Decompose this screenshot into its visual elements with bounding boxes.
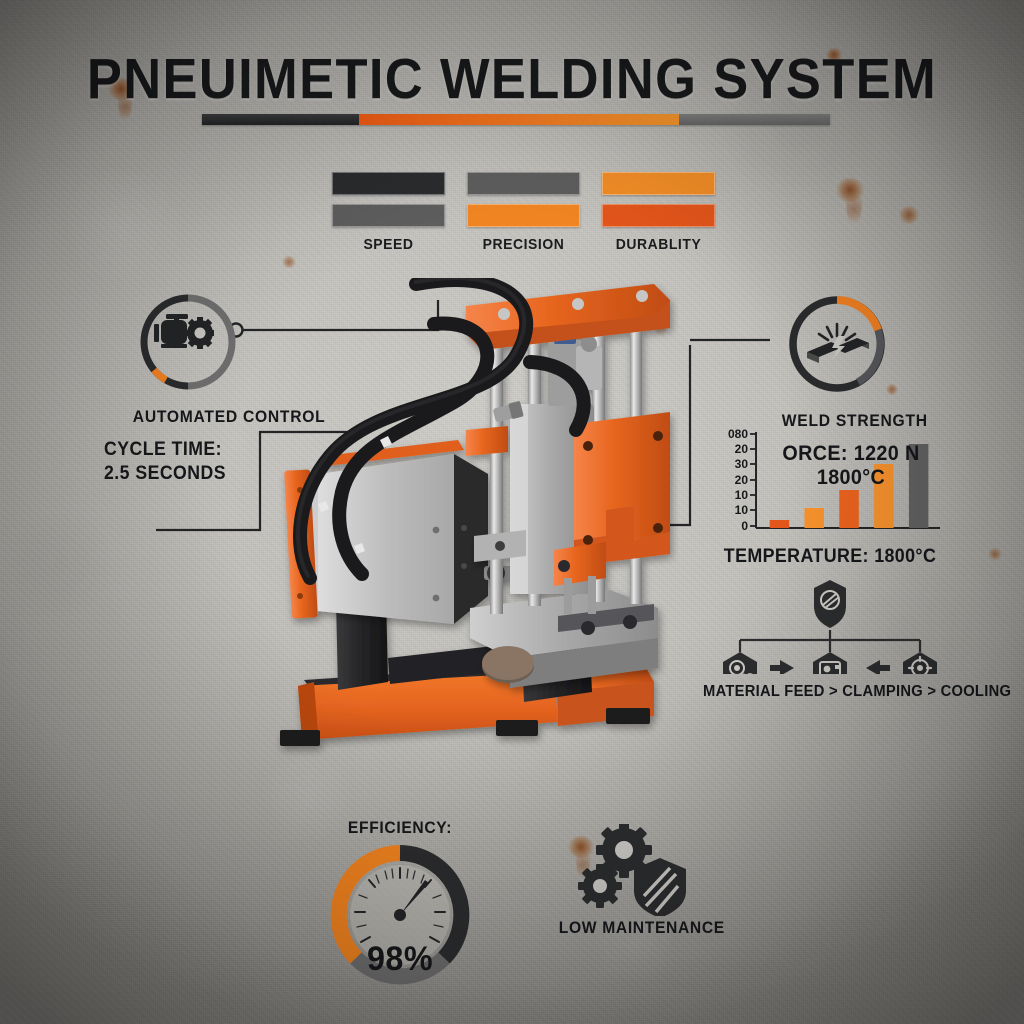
chart-y-tick-label: 10 (735, 503, 749, 517)
process-flow-diagram (723, 580, 937, 692)
clamping-icon (813, 652, 847, 692)
chart-y-tick-label: 30 (735, 457, 749, 471)
legend-bar-bottom (602, 204, 715, 227)
chart-y-tick-label: 080 (728, 427, 748, 441)
left-arrow-icon (770, 660, 794, 676)
shield-weld-icon (814, 580, 846, 628)
pump-gear-icon (140, 294, 236, 390)
material-feed-icon (723, 652, 757, 692)
cycle-time-line1: CYCLE TIME: (104, 439, 223, 460)
legend-group-durablity: DURABLITY (602, 172, 715, 253)
page-title-text: PNEUIMETIC WELDING SYSTEM (86, 47, 938, 111)
chart-bar (769, 520, 790, 528)
legend-bar-top (602, 172, 715, 195)
low-maintenance-label: LOW MAINTENANCE (558, 918, 725, 937)
legend-label: PRECISION (482, 236, 565, 253)
cycle-time-line2: 2.5 SECONDS (104, 463, 226, 485)
automated-control-block: AUTOMATED CONTROL (128, 288, 326, 427)
cooling-gear-icon (903, 652, 937, 692)
process-flow-label: MATERIAL FEED > CLAMPING > COOLING (703, 683, 1012, 700)
gauge-title: EFFICIENCY: (347, 818, 453, 837)
weld-strength-block: WELD STRENGTH (777, 288, 928, 431)
page-title: PNEUIMETIC WELDING SYSTEM (0, 46, 1024, 112)
cycle-time-callout: CYCLE TIME: 2.5 SECONDS (104, 438, 226, 487)
divider-segment-dark (202, 114, 359, 125)
gears-shield-icon (578, 824, 686, 916)
legend-bars: SPEED PRECISION DURABLITY (332, 172, 715, 253)
welding-plates-spark-icon (789, 296, 885, 392)
legend-group-speed: SPEED (332, 172, 445, 253)
chart-y-tick-label: 10 (735, 488, 749, 502)
low-maintenance-block: LOW MAINTENANCE (552, 824, 725, 938)
welding-machine-image (280, 278, 670, 746)
legend-bar-top (332, 172, 445, 195)
legend-bar-top (467, 172, 580, 195)
chart-y-tick-label: 0 (741, 519, 748, 533)
chart-bar (908, 444, 929, 528)
chart-x-label: TEMPERATURE: 1800°C (723, 546, 937, 567)
divider-segment-orange (359, 114, 680, 125)
gauge-value: 98% (366, 940, 434, 978)
weld-strength-label: WELD STRENGTH (781, 411, 928, 430)
chart-y-tick-label: 20 (735, 442, 749, 456)
legend-group-precision: PRECISION (467, 172, 580, 253)
chart-bar (874, 464, 894, 528)
process-flow: MATERIAL FEED > CLAMPING > COOLING (692, 578, 1012, 701)
legend-bar-bottom (467, 204, 580, 227)
chart-y-tick-label: 20 (735, 473, 749, 487)
efficiency-gauge: EFFICIENCY: (300, 818, 500, 990)
automated-control-label: AUTOMATED CONTROL (132, 407, 326, 426)
divider-segment-gray (679, 114, 830, 125)
chart-bar (804, 508, 824, 528)
chart-bars (769, 444, 929, 528)
legend-bar-bottom (332, 204, 445, 227)
gauge-svg (330, 845, 470, 985)
legend-label: DURABLITY (615, 236, 702, 253)
right-arrow-icon (866, 660, 890, 676)
legend-label: SPEED (363, 236, 414, 253)
title-divider (202, 114, 830, 125)
chart-bar (839, 490, 859, 528)
